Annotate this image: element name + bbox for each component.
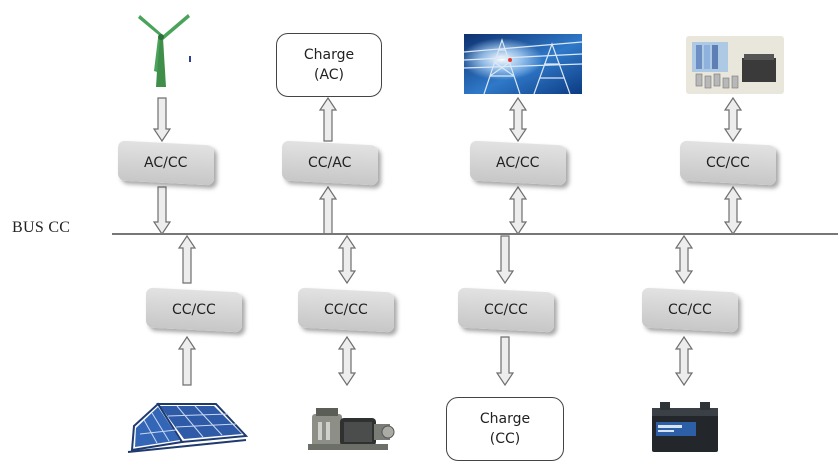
converter-top-3: AC/CC xyxy=(470,140,566,186)
arrow-top-1-bus xyxy=(152,186,172,236)
load-charge-ac: Charge (AC) xyxy=(276,33,382,97)
load-charge-ac-line2: (AC) xyxy=(313,67,345,83)
converter-bottom-2: CC/CC xyxy=(298,287,394,333)
arrow-top-3-device xyxy=(508,96,528,143)
arrow-bottom-1-device xyxy=(177,335,197,386)
power-grid-icon xyxy=(464,34,582,94)
arrow-top-4-bus xyxy=(723,185,743,236)
arrow-bottom-1-bus xyxy=(177,234,197,284)
converter-bottom-1: CC/CC xyxy=(146,287,242,333)
solar-panel-icon xyxy=(127,402,249,453)
converter-bottom-4-label: CC/CC xyxy=(668,301,712,318)
bus-label: BUS CC xyxy=(12,219,71,236)
converter-bottom-3-label: CC/CC xyxy=(484,301,528,318)
converter-top-1-label: AC/CC xyxy=(144,155,188,171)
converter-bottom-1-label: CC/CC xyxy=(172,301,216,318)
dc-bus-line xyxy=(112,233,838,235)
load-charge-cc: Charge (CC) xyxy=(446,397,564,461)
converter-top-3-label: AC/CC xyxy=(496,155,540,171)
arrow-top-3-bus xyxy=(508,185,528,236)
arrow-top-2-device xyxy=(318,96,338,142)
supercapacitor-storage-icon xyxy=(686,36,784,94)
arrow-top-1-device xyxy=(152,97,172,143)
arrow-bottom-4-bus xyxy=(674,234,694,285)
converter-top-4-label: CC/CC xyxy=(706,154,750,171)
arrow-bottom-2-device xyxy=(337,335,357,387)
arrow-bottom-3-device xyxy=(495,336,515,387)
battery-icon xyxy=(652,402,718,452)
electric-motor-icon xyxy=(308,408,395,450)
arrow-top-4-device xyxy=(723,96,743,143)
arrow-bottom-3-bus xyxy=(495,235,515,285)
arrow-bottom-2-bus xyxy=(337,234,357,285)
converter-top-1: AC/CC xyxy=(118,140,214,186)
converter-top-2: CC/AC xyxy=(282,140,378,186)
arrow-bottom-4-device xyxy=(674,335,694,387)
wind-turbine-icon xyxy=(138,14,191,87)
converter-top-4: CC/CC xyxy=(680,140,776,186)
load-charge-cc-line2: (CC) xyxy=(489,431,521,447)
converter-bottom-2-label: CC/CC xyxy=(324,301,368,318)
converter-top-2-label: CC/AC xyxy=(308,155,352,171)
converter-bottom-4: CC/CC xyxy=(642,287,738,333)
load-charge-cc-line1: Charge xyxy=(479,411,531,427)
load-charge-ac-line1: Charge xyxy=(303,47,355,63)
arrow-top-2-bus xyxy=(318,185,338,235)
converter-bottom-3: CC/CC xyxy=(458,287,554,333)
